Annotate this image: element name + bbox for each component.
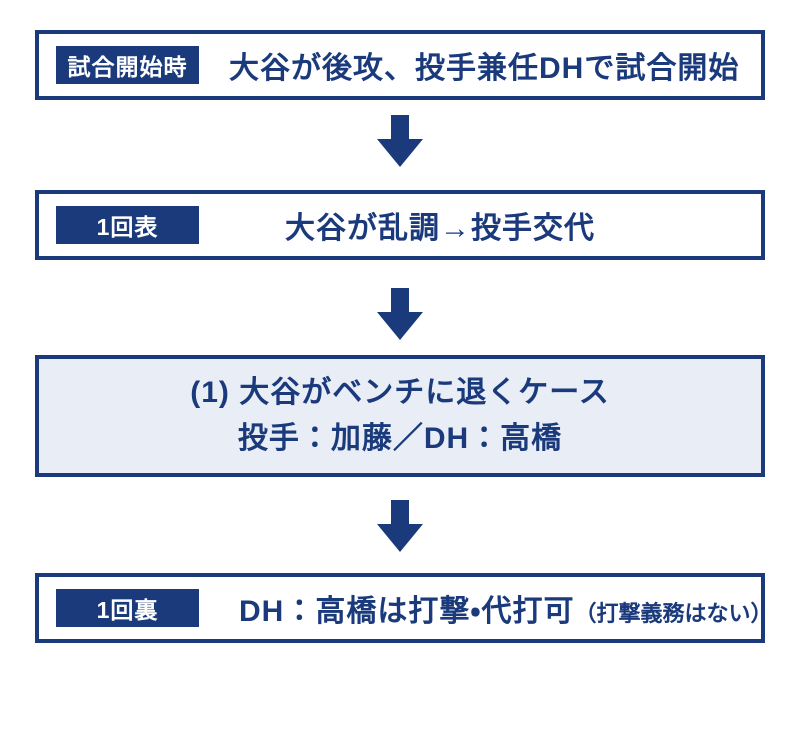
flowchart: 試合開始時 大谷が後攻、投手兼任DHで試合開始 1回表 大谷が乱調→投手交代 (… <box>35 30 773 643</box>
step-badge: 1回裏 <box>56 589 199 627</box>
step-bottom-first-inning: 1回裏 DH：高橋は打撃・代打可（打撃義務はない） <box>35 573 773 643</box>
step-badge: 1回表 <box>56 206 199 244</box>
down-arrow-icon <box>377 288 423 340</box>
flow-arrow <box>35 288 765 340</box>
case-title: (1) 大谷がベンチに退くケース <box>190 376 610 409</box>
step-text-area: 大谷が乱調→投手交代 <box>199 203 761 247</box>
step-badge: 試合開始時 <box>56 46 199 84</box>
down-arrow-icon <box>377 500 423 552</box>
step-note: （打撃義務はない） <box>574 601 773 626</box>
step-top-first-inning: 1回表 大谷が乱調→投手交代 <box>35 190 765 260</box>
step-case-ohtani-benched: (1) 大谷がベンチに退くケース 投手：加藤／DH：高橋 <box>35 355 765 477</box>
flow-arrow <box>35 115 765 167</box>
step-text: DH：高橋は打撃・代打可 <box>239 595 575 628</box>
flow-arrow <box>35 500 765 552</box>
step-game-start: 試合開始時 大谷が後攻、投手兼任DHで試合開始 <box>35 30 765 100</box>
step-text: 大谷が乱調→投手交代 <box>285 212 595 245</box>
case-subtitle: 投手：加藤／DH：高橋 <box>237 422 563 455</box>
down-arrow-icon <box>377 115 423 167</box>
step-text: 大谷が後攻、投手兼任DHで試合開始 <box>229 52 740 85</box>
step-text-area: DH：高橋は打撃・代打可（打撃義務はない） <box>239 586 773 630</box>
